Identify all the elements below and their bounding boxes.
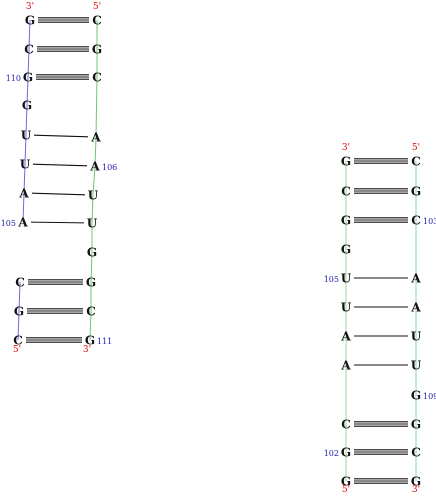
nucleotide-C: C [92,71,102,85]
nucleotide-A: A [410,272,421,286]
nucleotide-A: A [410,301,421,315]
nucleotide-C: C [411,155,421,169]
nucleotide-G: G [411,475,421,489]
nucleotide-A: A [340,359,351,373]
nucleotide-C: C [411,446,421,460]
strand-end-label: 5' [93,2,101,12]
backbone-segment [94,136,97,167]
nucleotide-U: U [88,189,99,203]
nucleotide-A: A [18,187,29,201]
base-pair-layer [26,17,408,484]
residue-number-label: 111 [97,337,112,346]
nucleotide-G: G [87,246,97,260]
nucleotide-A: A [90,131,101,145]
backbone-segment [22,192,25,223]
nucleotide-G: G [22,99,32,113]
backbone-segment [28,19,31,50]
residue-number-label: 105 [1,219,16,228]
nucleotide-U: U [411,359,422,373]
backbone-segment [23,163,26,194]
nucleotide-C: C [24,43,34,57]
nucleotide-G: G [341,155,351,169]
strand-end-label: 5' [412,143,420,153]
nucleotide-G: G [25,14,35,28]
nucleotide-U: U [341,301,352,315]
strand-end-label: 3' [412,485,420,495]
nucleotide-G: G [341,475,351,489]
nucleotide-C: C [15,276,25,290]
base-pair-line [32,163,88,167]
backbone-segment [92,165,96,196]
base-pair-line [30,221,85,224]
nucleotide-G: G [341,214,351,228]
nucleotide-U: U [87,217,98,231]
nucleotide-U: U [411,330,422,344]
residue-number-label: 103 [423,217,436,226]
nucleotide-C: C [92,14,102,28]
backbone-segment [17,310,20,341]
backbone-segment [25,104,28,136]
nucleotide-G: G [341,243,351,257]
residue-number-label: 102 [324,449,339,458]
backbone-segment [90,251,93,283]
nucleotide-U: U [341,272,352,286]
strand-end-label: 5' [342,485,350,495]
nucleotide-C: C [86,305,96,319]
nucleotide-A: A [89,160,100,174]
nucleotide-G: G [23,71,33,85]
backbone-segment [24,134,27,165]
backbone-segment [26,76,29,106]
backbone-segment [27,48,30,78]
nucleotide-C: C [341,185,351,199]
strand-end-label: 3' [26,2,34,12]
nucleotide-G: G [85,334,95,348]
nucleotide-A: A [340,330,351,344]
base-layer: GCGGUUAACGCAAUUGGCGCGCGCGGUUAACGGCGCAAUU… [13,14,422,489]
nucleotide-C: C [13,334,23,348]
backbone-layer [17,19,417,481]
nucleotide-A: A [17,216,28,230]
residue-number-label: 109 [423,392,436,401]
residue-number-label: 106 [102,163,117,172]
base-pair-line [33,134,89,138]
nucleotide-C: C [411,214,421,228]
nucleotide-G: G [411,389,421,403]
base-pair-line [31,192,86,196]
strand-end-label: 3' [342,143,350,153]
nucleotide-G: G [14,305,24,319]
residue-number-label: 105 [324,275,339,284]
backbone-segment [89,310,92,341]
nucleotide-G: G [411,185,421,199]
nucleotide-G: G [92,43,102,57]
backbone-segment [95,76,98,138]
strand-end-label: 3' [83,345,91,355]
nucleotide-U: U [20,158,31,172]
strand-end-label: 5' [13,345,21,355]
nucleotide-G: G [411,418,421,432]
nucleotide-G: G [86,276,96,290]
nucleotide-C: C [341,418,351,432]
backbone-segment [91,194,94,224]
backbone-segment [18,281,21,312]
nucleotide-U: U [21,129,32,143]
nucleotide-G: G [341,446,351,460]
residue-number-label: 110 [6,74,21,83]
